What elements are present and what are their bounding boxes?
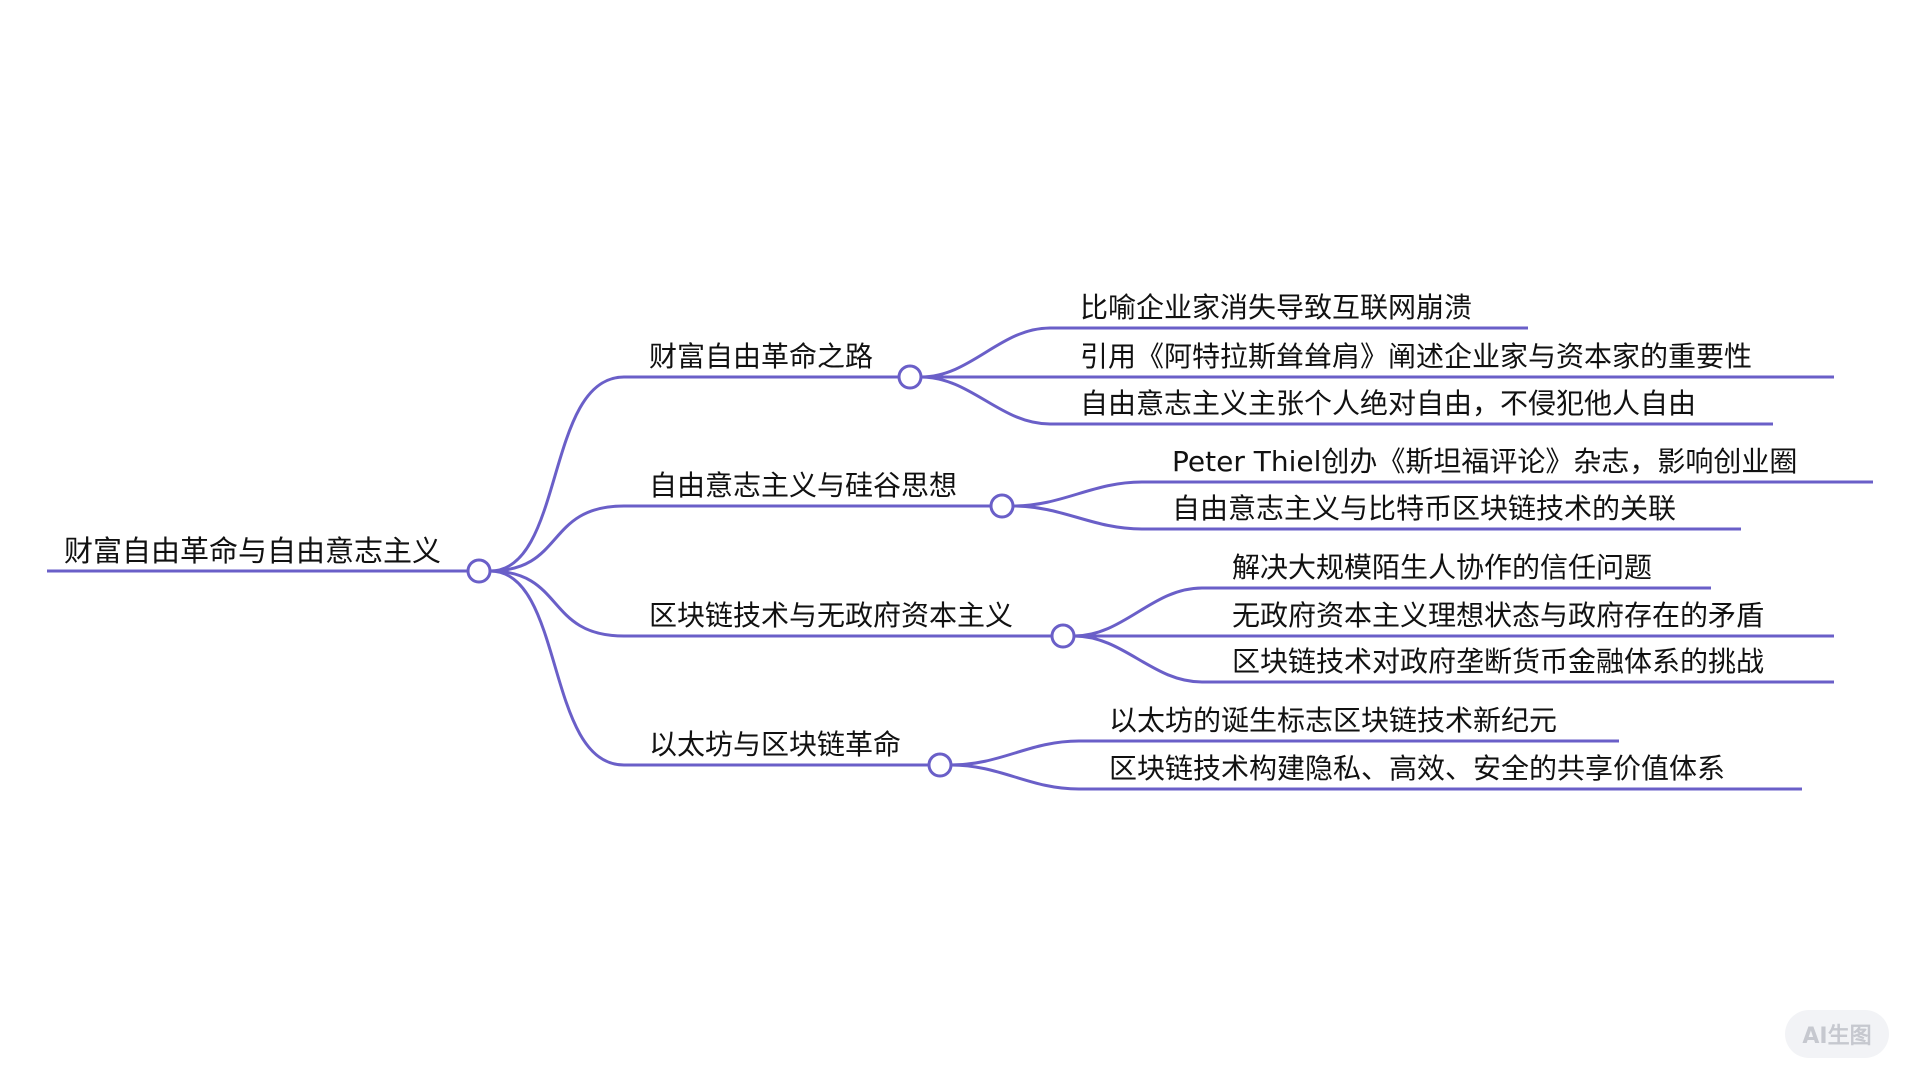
branch-edge (489, 504, 991, 573)
leaf-node-label[interactable]: 比喻企业家消失导致互联网崩溃 (1080, 291, 1472, 324)
branch-edge (489, 569, 929, 767)
leaf-edge (920, 326, 1528, 379)
leaf-node-label[interactable]: 自由意志主义与比特币区块链技术的关联 (1172, 492, 1676, 525)
leaf-node-label[interactable]: 区块链技术构建隐私、高效、安全的共享价值体系 (1109, 752, 1725, 785)
branch-node-label[interactable]: 以太坊与区块链革命 (649, 728, 901, 761)
branch-collapse-toggle[interactable] (989, 493, 1015, 519)
mindmap-nodes: 财富自由革命之路 比喻企业家消失导致互联网崩溃引用《阿特拉斯耸耸肩》阐述企业家与资… (649, 291, 1797, 785)
leaf-edge (920, 375, 1773, 426)
leaf-edge (1073, 586, 1711, 638)
leaf-node-label[interactable]: 解决大规模陌生人协作的信任问题 (1232, 551, 1652, 584)
mindmap-edges (489, 326, 1873, 791)
leaf-edge (950, 739, 1619, 767)
leaf-edge (1073, 634, 1834, 684)
root-collapse-toggle[interactable] (466, 558, 492, 584)
leaf-edge (1012, 504, 1741, 531)
ai-generate-badge[interactable]: AI生图 (1785, 1010, 1889, 1058)
leaf-node-label[interactable]: 引用《阿特拉斯耸耸肩》阐述企业家与资本家的重要性 (1080, 340, 1752, 373)
root-node-label[interactable]: 财富自由革命与自由意志主义 (64, 534, 441, 568)
branch-collapse-toggle[interactable] (927, 752, 953, 778)
leaf-node-label[interactable]: 自由意志主义主张个人绝对自由，不侵犯他人自由 (1080, 387, 1696, 420)
branch-edge (489, 569, 1052, 638)
leaf-edge (1012, 480, 1873, 508)
leaf-node-label[interactable]: 无政府资本主义理想状态与政府存在的矛盾 (1232, 599, 1764, 632)
branch-node-label[interactable]: 区块链技术与无政府资本主义 (649, 599, 1013, 632)
leaf-node-label[interactable]: 以太坊的诞生标志区块链技术新纪元 (1109, 704, 1557, 737)
branch-node-label[interactable]: 财富自由革命之路 (649, 340, 873, 373)
branch-node-label[interactable]: 自由意志主义与硅谷思想 (649, 469, 957, 502)
leaf-node-label[interactable]: 区块链技术对政府垄断货币金融体系的挑战 (1232, 645, 1764, 678)
branch-collapse-toggle[interactable] (1050, 623, 1076, 649)
branch-edge (489, 375, 899, 573)
branch-collapse-toggle[interactable] (897, 364, 923, 390)
leaf-edge (950, 763, 1802, 791)
leaf-node-label[interactable]: Peter Thiel创办《斯坦福评论》杂志，影响创业圈 (1172, 445, 1797, 478)
